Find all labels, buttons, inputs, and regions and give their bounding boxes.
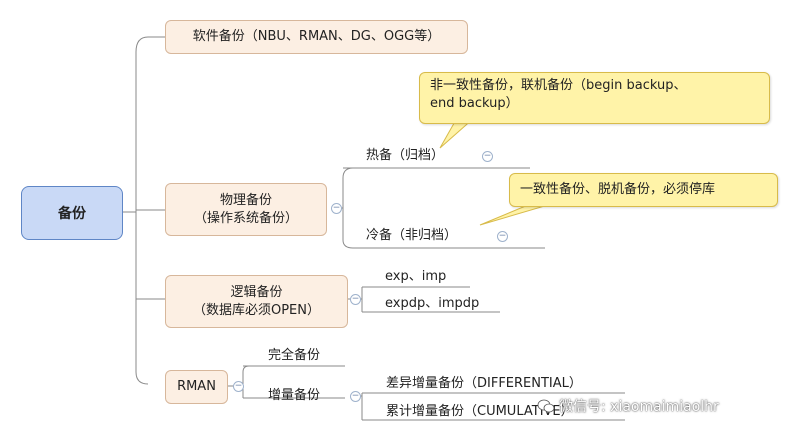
node-software-backup[interactable]: 软件备份（NBU、RMAN、DG、OGG等） [165, 20, 468, 54]
root-node-backup[interactable]: 备份 [21, 186, 123, 240]
collapse-logical-icon[interactable]: − [350, 294, 361, 305]
cold-backup-note: 一致性备份、脱机备份，必须停库 [509, 173, 778, 207]
collapse-rman-icon[interactable]: − [233, 381, 244, 392]
logical-backup-sublabel: （数据库必须OPEN） [192, 302, 320, 318]
physical-backup-sublabel: （操作系统备份） [193, 210, 298, 226]
watermark-text: 微信号: xiaomaimiaolhr [559, 399, 719, 415]
software-backup-label: 软件备份（NBU、RMAN、DG、OGG等） [192, 29, 441, 44]
node-physical-backup[interactable]: 物理备份 （操作系统备份） [165, 183, 327, 236]
collapse-cold-icon[interactable]: − [497, 231, 508, 242]
cold-note-text: 一致性备份、脱机备份，必须停库 [520, 182, 716, 197]
cumulative-incremental-label[interactable]: 累计增量备份（CUMULATIVE） [386, 404, 574, 419]
collapse-hot-icon[interactable]: − [482, 151, 493, 162]
rman-label: RMAN [177, 379, 216, 394]
incremental-backup-label[interactable]: 增量备份 [268, 388, 321, 403]
physical-backup-label: 物理备份 [219, 192, 272, 208]
collapse-physical-icon[interactable]: − [331, 203, 342, 214]
node-logical-backup[interactable]: 逻辑备份 （数据库必须OPEN） [165, 275, 348, 328]
collapse-incremental-icon[interactable]: − [350, 391, 361, 402]
cold-backup-label[interactable]: 冷备（非归档） [366, 228, 458, 243]
watermark: 微信号: xiaomaimiaolhr [537, 396, 719, 416]
logical-item-expdp-impdp[interactable]: expdp、impdp [385, 296, 480, 311]
wechat-icon [537, 399, 555, 413]
logical-item-exp-imp[interactable]: exp、imp [385, 269, 447, 284]
node-rman[interactable]: RMAN [165, 370, 228, 404]
hot-backup-note: 非一致性备份，联机备份（begin backup、 end backup） [419, 72, 770, 124]
full-backup-label[interactable]: 完全备份 [268, 348, 321, 363]
hot-backup-label[interactable]: 热备（归档） [366, 148, 445, 163]
hot-note-line1: 非一致性备份，联机备份（begin backup、 [430, 78, 687, 93]
logical-backup-label: 逻辑备份 [230, 284, 283, 300]
differential-incremental-label[interactable]: 差异增量备份（DIFFERENTIAL） [386, 376, 582, 391]
hot-note-line2: end backup） [430, 96, 519, 111]
